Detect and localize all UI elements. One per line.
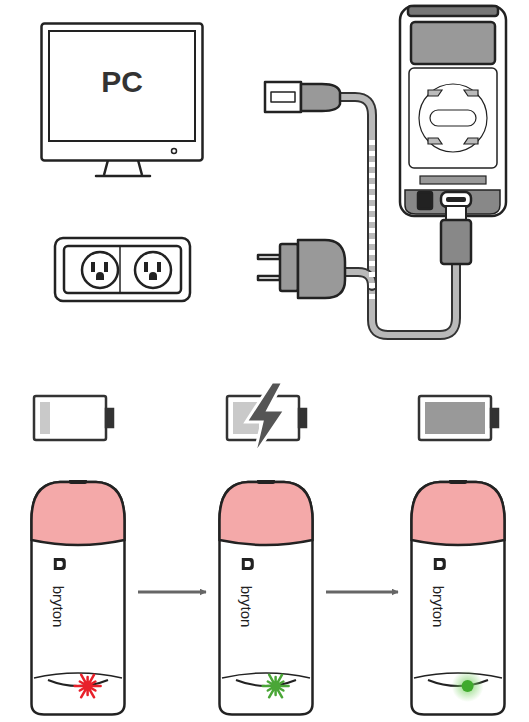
brand-logo: bryton [239, 585, 254, 627]
wall-adapter [258, 240, 345, 298]
flow-arrow [326, 591, 398, 594]
brand-logo: bryton [51, 585, 66, 627]
bike-computer: bryton [30, 480, 126, 716]
wall-outlet [55, 238, 190, 301]
brand-logo: bryton [431, 585, 446, 627]
monitor: PC [40, 22, 204, 162]
usb-plug [265, 82, 340, 112]
battery-charging [227, 382, 306, 456]
battery-full [419, 396, 498, 440]
device-outline [30, 480, 126, 716]
battery-empty [34, 396, 113, 440]
screen-label: PC [101, 67, 143, 97]
bike-computer: bryton [410, 480, 506, 716]
device-back [400, 6, 506, 264]
monitor-stand [96, 160, 150, 176]
device-outline [218, 480, 314, 716]
bike-computer: bryton [218, 480, 314, 716]
device-outline [410, 480, 506, 716]
flow-arrow [138, 591, 206, 594]
